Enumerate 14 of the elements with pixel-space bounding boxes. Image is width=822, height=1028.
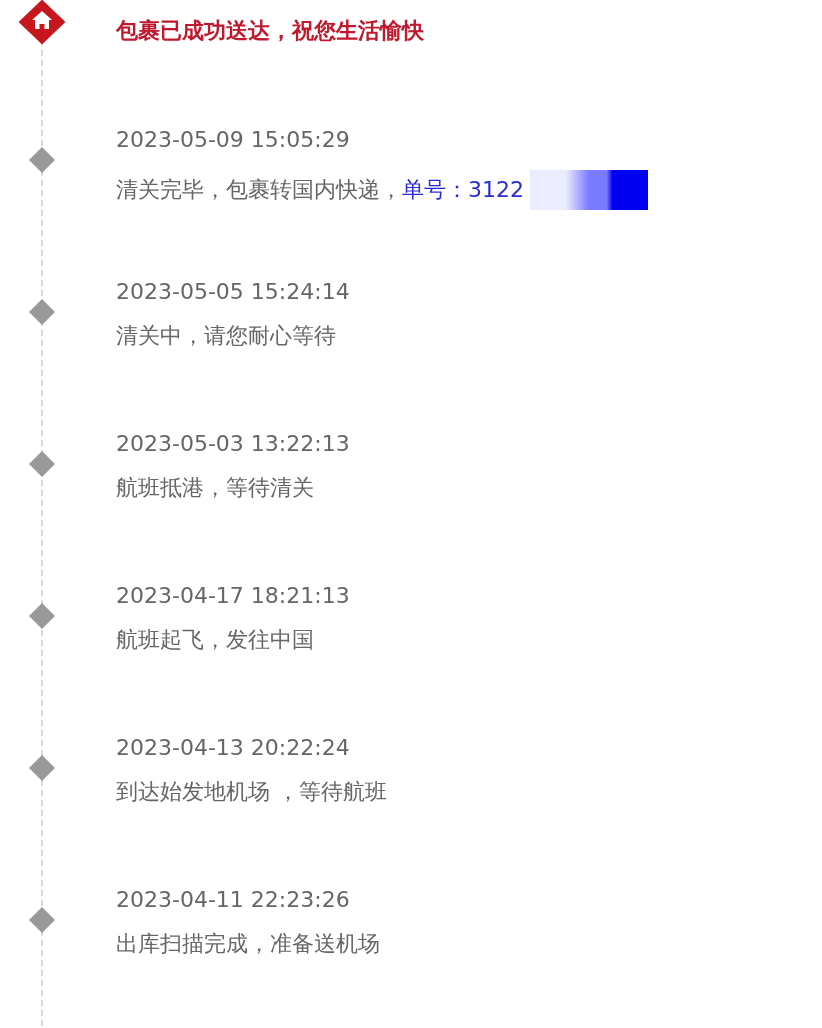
status-text: 清关中，请您耐心等待 — [116, 322, 336, 350]
timestamp: 2023-05-05 15:24:14 — [116, 278, 350, 306]
timestamp: 2023-04-11 22:23:26 — [116, 886, 350, 914]
status-heading: 包裹已成功送达，祝您生活愉快 — [116, 17, 424, 45]
status-text: 清关完毕，包裹转国内快递， — [116, 176, 402, 204]
timestamp: 2023-05-09 15:05:29 — [116, 126, 350, 154]
status-text: 出库扫描完成，准备送机场 — [116, 930, 380, 958]
tracking-number-link: 单号：3122 — [402, 176, 524, 204]
status-text: 到达始发地机场 ，等待航班 — [116, 778, 387, 806]
timestamp: 2023-05-03 13:22:13 — [116, 430, 350, 458]
timestamp: 2023-04-13 20:22:24 — [116, 734, 350, 762]
timestamp: 2023-04-17 18:21:13 — [116, 582, 350, 610]
status-text: 航班起飞，发往中国 — [116, 626, 314, 654]
status-text: 航班抵港，等待清关 — [116, 474, 314, 502]
